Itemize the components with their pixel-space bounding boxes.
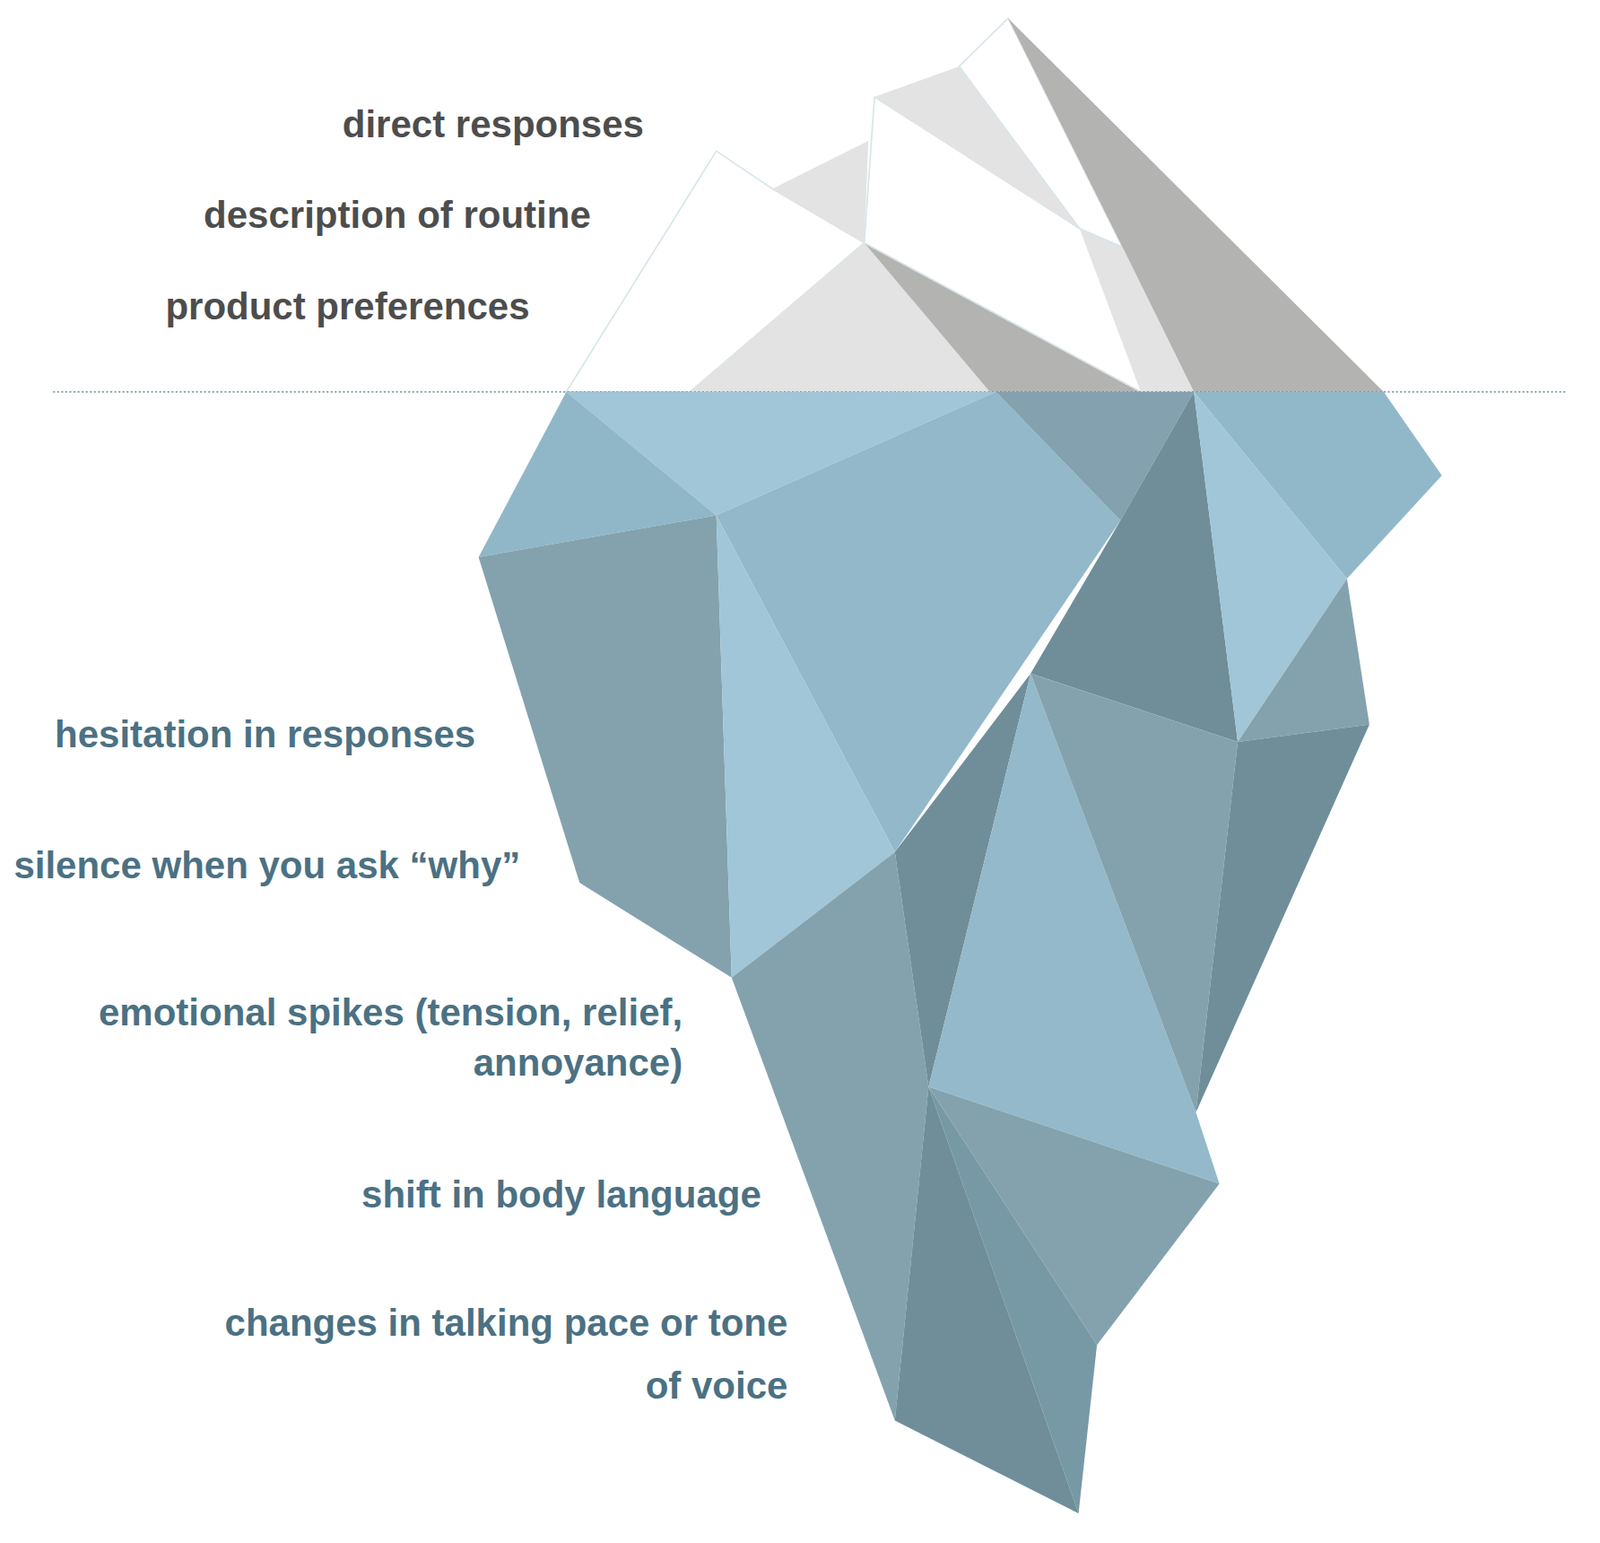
surface-label: direct responses [342,102,644,148]
hidden-label: shift in body language [361,1172,762,1218]
hidden-label: hesitation in responses [54,712,476,757]
hidden-label: silence when you ask “why” [13,843,521,888]
hidden-label: changes in talking pace or tone of voice [204,1291,788,1418]
iceberg-tip [565,17,1383,392]
iceberg-body [478,391,1443,1514]
surface-label: product preferences [165,284,530,330]
hidden-label: emotional spikes (tension, relief, annoy… [72,987,683,1088]
surface-label: description of routine [203,192,592,238]
